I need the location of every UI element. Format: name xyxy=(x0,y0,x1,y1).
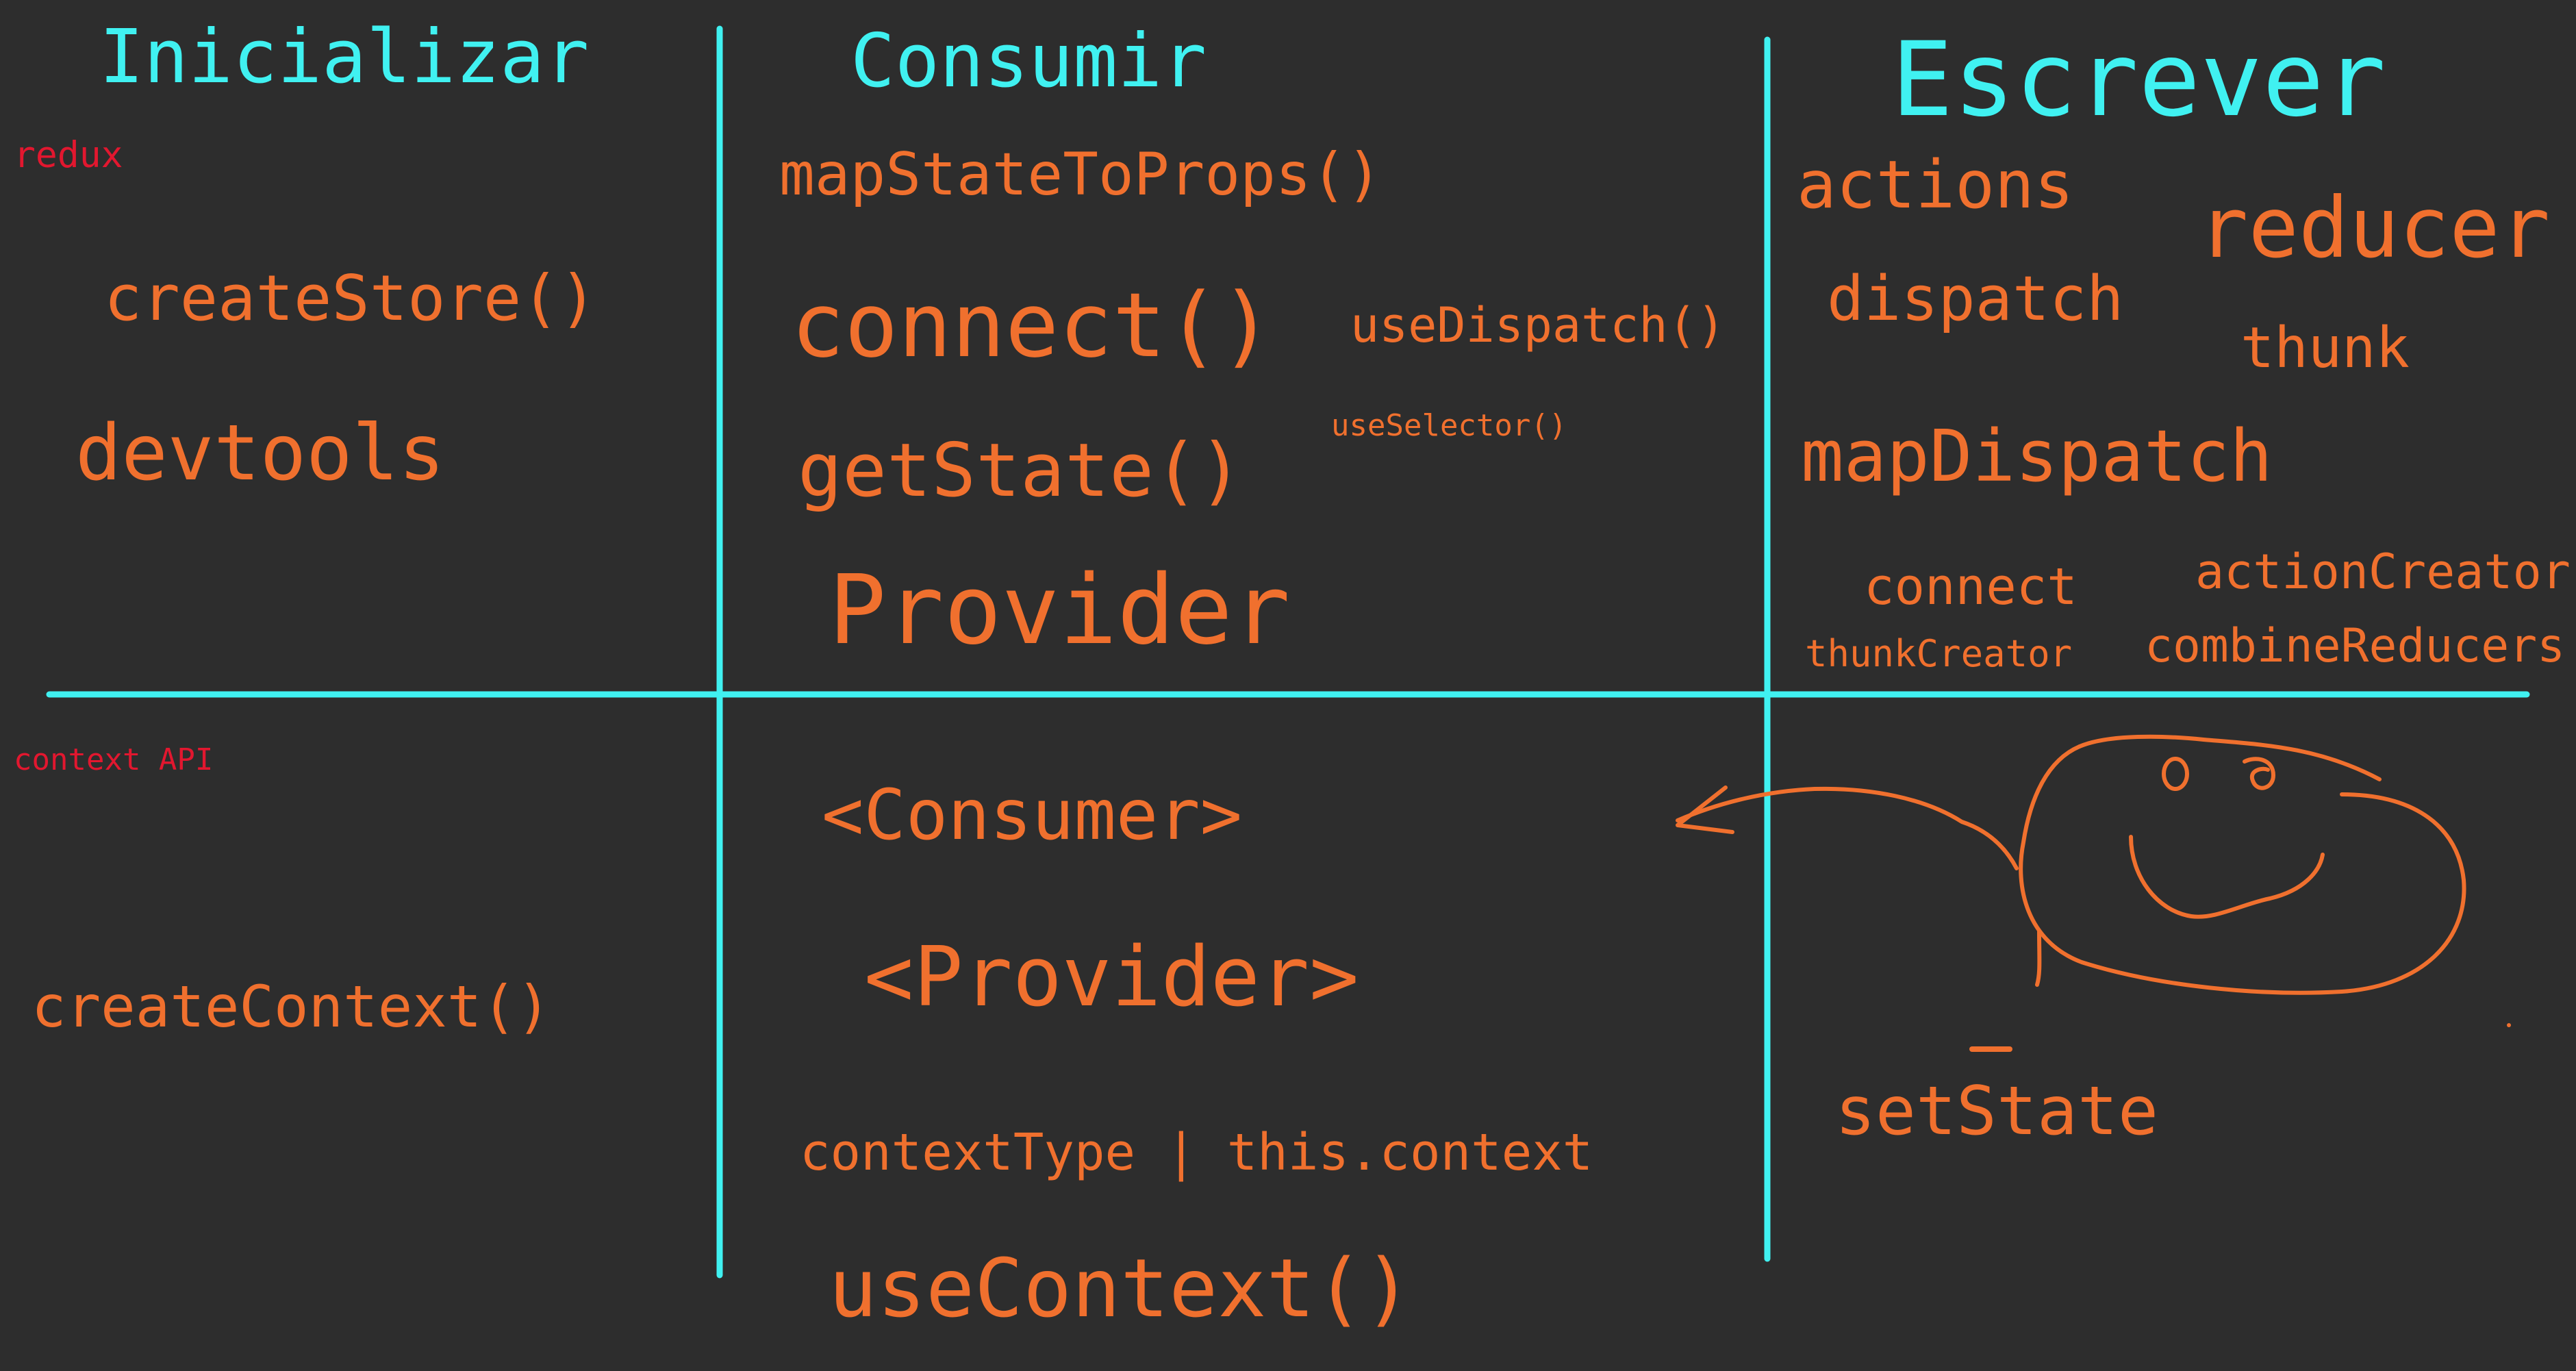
heading-inicializar: Inicializar xyxy=(99,14,590,100)
doodle-head-outline xyxy=(2078,734,2382,781)
term-reducer: reducer xyxy=(2198,179,2551,277)
term-create-context: createContext() xyxy=(31,973,551,1040)
doodle-left-eye xyxy=(2162,757,2189,791)
term-get-state: getState() xyxy=(798,428,1243,514)
doodle-head-outline-lower xyxy=(2019,744,2466,995)
term-devtools: devtools xyxy=(75,409,445,498)
term-actions: actions xyxy=(1797,147,2074,223)
term-context-type: contextType | this.context xyxy=(800,1123,1593,1182)
term-use-context: useContext() xyxy=(829,1241,1413,1335)
grid-dividers xyxy=(46,25,2530,1279)
term-connect-write: connect xyxy=(1864,557,2078,616)
term-consumer-tag: <Consumer> xyxy=(822,775,1243,856)
doodle-dot xyxy=(2507,1023,2511,1027)
arrow-left-icon xyxy=(1676,785,1734,834)
term-map-state-to-props: mapStateToProps() xyxy=(779,140,1382,209)
doodle-smile xyxy=(2129,835,2325,919)
smiley-face-doodle xyxy=(1676,734,2511,1052)
doodle-arm xyxy=(1676,786,2019,870)
term-thunk-creator: thunkCreator xyxy=(1805,632,2073,675)
term-use-dispatch: useDispatch() xyxy=(1350,297,1726,353)
term-combine-reducers: combineReducers xyxy=(2145,619,2566,673)
term-create-store: createStore() xyxy=(104,262,598,335)
term-map-dispatch: mapDispatch xyxy=(1801,414,2273,498)
term-action-creator: actionCreator xyxy=(2195,544,2571,600)
term-thunk: thunk xyxy=(2240,316,2410,381)
term-dispatch: dispatch xyxy=(1827,263,2124,335)
term-set-state: setState xyxy=(1835,1072,2159,1150)
heading-consumir: Consumir xyxy=(850,18,1207,104)
term-connect: connect() xyxy=(791,273,1274,377)
heading-escrever: Escrever xyxy=(1891,21,2386,140)
tag-redux: redux xyxy=(14,134,123,176)
doodle-leg xyxy=(2035,929,2042,987)
term-provider: Provider xyxy=(829,555,1291,666)
term-use-selector: useSelector() xyxy=(1331,408,1567,443)
doodle-right-eye xyxy=(2243,757,2275,790)
tag-context-api: context API xyxy=(14,742,214,777)
term-provider-tag: <Provider> xyxy=(864,930,1359,1025)
